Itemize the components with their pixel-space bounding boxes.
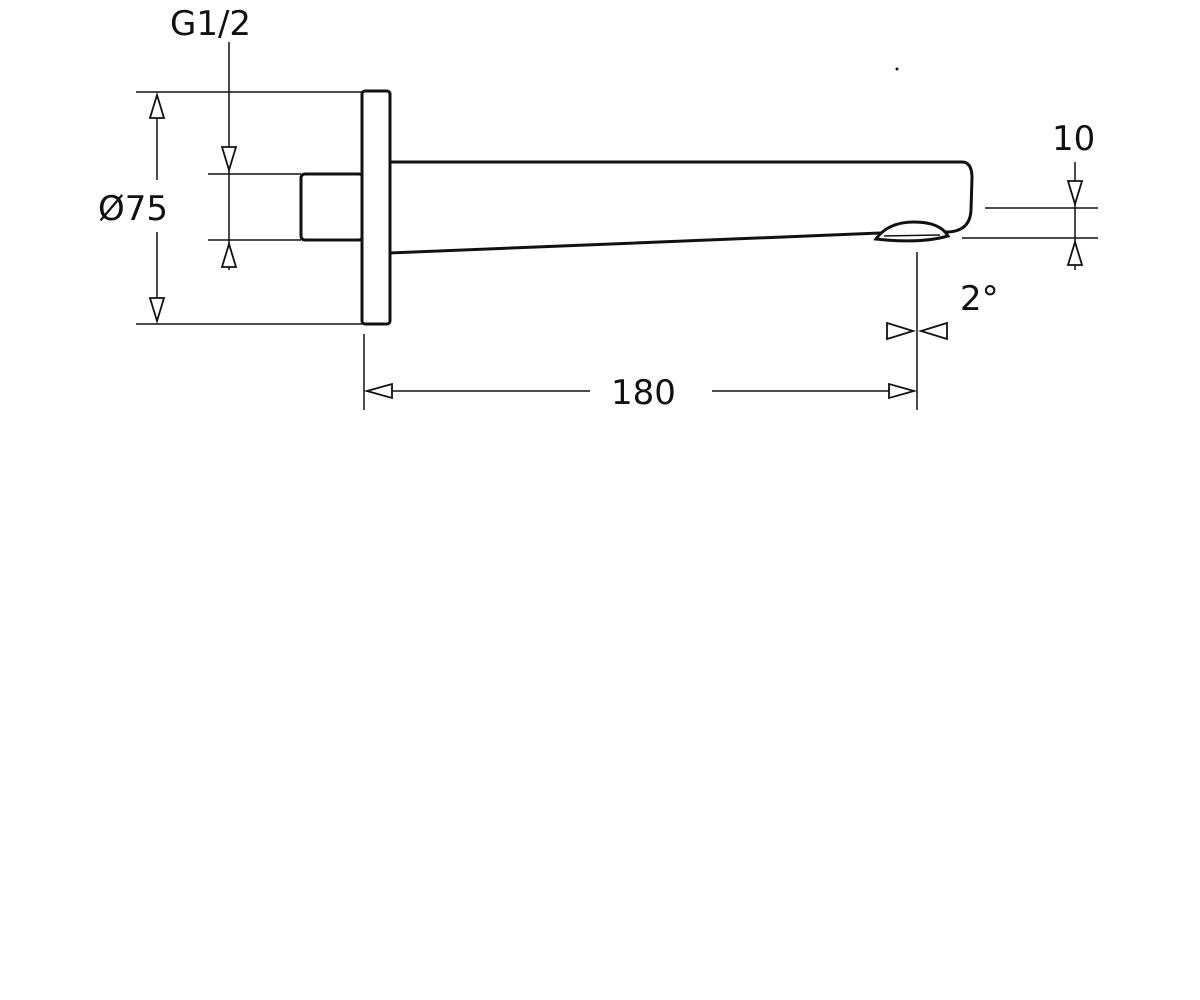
thread-connector [299, 172, 365, 242]
outlet-height-dimension: 10 [1052, 119, 1095, 270]
thread-arrow-top [220, 146, 238, 174]
outlet-arrow-bottom [1066, 238, 1084, 266]
diameter-arrow-bottom [148, 297, 166, 325]
length-label: 180 [611, 373, 676, 413]
angle-label: 2° [960, 279, 999, 319]
diameter-label: Ø75 [98, 189, 168, 229]
outlet-height-label: 10 [1052, 119, 1095, 159]
diameter-arrow-top [148, 91, 166, 119]
length-arrow-left [363, 382, 393, 400]
thread-dimension: G1/2 [170, 4, 251, 270]
spout-part [299, 89, 974, 326]
thread-arrow-bottom [220, 240, 238, 268]
outlet-detail-line [883, 234, 941, 237]
angle-arrow-right [917, 321, 948, 341]
extension-lines [136, 91, 1098, 410]
length-arrow-right [888, 382, 918, 400]
outlet-arrow-top [1066, 180, 1084, 208]
length-dimension: 180 [363, 373, 918, 413]
diameter-dimension: Ø75 [98, 91, 168, 325]
thread-label: G1/2 [170, 4, 251, 44]
wall-flange [360, 89, 392, 326]
angle-dimension: 2° [886, 279, 999, 341]
angle-arrow-left [886, 321, 917, 341]
speck [895, 67, 899, 71]
